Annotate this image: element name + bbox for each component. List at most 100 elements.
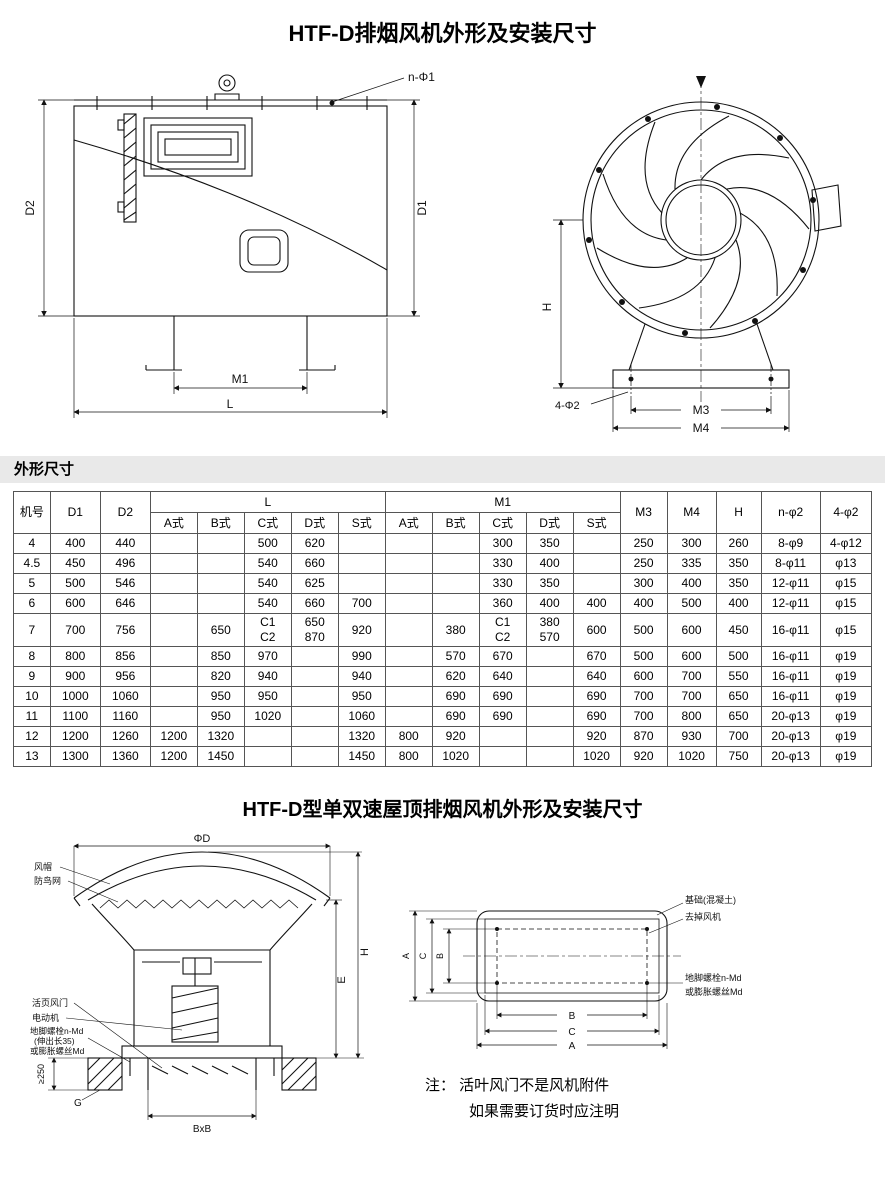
- sub-header-l-b: B式: [196, 512, 245, 534]
- table-cell: φ13: [819, 553, 873, 574]
- table-cell: 856: [99, 646, 151, 667]
- table-cell: [243, 726, 292, 747]
- table-cell: φ19: [819, 726, 873, 747]
- table-cell: 496: [99, 553, 151, 574]
- table-cell: [525, 686, 574, 707]
- table-cell: 640: [572, 666, 621, 687]
- table-cell: φ19: [819, 706, 873, 727]
- table-cell: 1020: [572, 746, 621, 767]
- table-cell: 650: [715, 706, 762, 727]
- table-cell: φ15: [819, 613, 873, 647]
- table-cell: C1 C2: [243, 613, 292, 647]
- table-cell: [290, 646, 339, 667]
- qudiao-fengji-label: 去掉风机: [685, 911, 721, 922]
- table-cell: 600: [619, 666, 668, 687]
- table-cell: [384, 666, 433, 687]
- section-bar: 外形尺寸: [0, 456, 885, 483]
- table-cell: 646: [99, 593, 151, 614]
- table-cell: 756: [99, 613, 151, 647]
- col-header-jihao: 机号: [13, 491, 51, 534]
- table-cell: φ19: [819, 646, 873, 667]
- table-cell: 11: [13, 706, 51, 727]
- sub-header-m1-s: S式: [572, 512, 621, 534]
- table-cell: 670: [478, 646, 527, 667]
- table-cell: 1200: [149, 726, 198, 747]
- note-line-2: 如果需要订货时应注明: [469, 1102, 620, 1120]
- table-cell: [196, 553, 245, 574]
- l-label: L: [227, 397, 234, 411]
- table-cell: 1320: [337, 726, 386, 747]
- col-header-l: L: [149, 491, 386, 513]
- pengzhang-luosi-fd-label: 或膨胀螺丝Md: [685, 986, 743, 997]
- table-cell: 400: [572, 593, 621, 614]
- sub-header-m1-a: A式: [384, 512, 433, 534]
- table-cell: 1450: [196, 746, 245, 767]
- table-cell: 20-φ13: [760, 746, 821, 767]
- table-cell: 1000: [49, 686, 101, 707]
- table-cell: 690: [572, 686, 621, 707]
- table-cell: 1200: [49, 726, 101, 747]
- sub-header-l-s: S式: [337, 512, 386, 534]
- table-cell: 540: [243, 573, 292, 594]
- table-cell: [290, 726, 339, 747]
- table-cell: 10: [13, 686, 51, 707]
- table-cell: φ15: [819, 573, 873, 594]
- table-cell: 13: [13, 746, 51, 767]
- table-cell: 1020: [243, 706, 292, 727]
- table-cell: 500: [49, 573, 101, 594]
- dijiao-luoshuan-fd-label: 地脚螺栓n-Md: [685, 972, 742, 983]
- sub-header-m1-b: B式: [431, 512, 480, 534]
- table-cell: 330: [478, 553, 527, 574]
- table-cell: 500: [666, 593, 717, 614]
- table-cell: 16-φ11: [760, 686, 821, 707]
- table-cell: 620: [290, 533, 339, 554]
- table-cell: 990: [337, 646, 386, 667]
- table-cell: 20-φ13: [760, 706, 821, 727]
- table-cell: [337, 533, 386, 554]
- table-cell: 920: [619, 746, 668, 767]
- table-cell: 970: [243, 646, 292, 667]
- table-cell: 620: [431, 666, 480, 687]
- table-cell: [384, 646, 433, 667]
- table-cell: 700: [666, 686, 717, 707]
- table-cell: 6: [13, 593, 51, 614]
- table-cell: 1360: [99, 746, 151, 767]
- table-cell: [384, 553, 433, 574]
- table-cell: 670: [572, 646, 621, 667]
- table-cell: 956: [99, 666, 151, 687]
- table-cell: [196, 573, 245, 594]
- table-cell: [290, 686, 339, 707]
- table-cell: 600: [572, 613, 621, 647]
- table-cell: 1160: [99, 706, 151, 727]
- sub-header-m1-c: C式: [478, 512, 527, 534]
- table-cell: 940: [243, 666, 292, 687]
- table-cell: φ15: [819, 593, 873, 614]
- table-cell: [337, 573, 386, 594]
- h-roof-label: H: [359, 948, 371, 956]
- dim-a-left-label: A: [401, 953, 411, 959]
- table-cell: 700: [619, 706, 668, 727]
- table-cell: 350: [715, 573, 762, 594]
- h-label: H: [540, 303, 554, 312]
- order-note: 注： 活叶风门不是风机附件 如果需要订货时应注明: [399, 1073, 759, 1124]
- table-cell: [290, 746, 339, 767]
- table-cell: 850: [196, 646, 245, 667]
- table-cell: 900: [49, 666, 101, 687]
- table-cell: [572, 573, 621, 594]
- table-cell: [384, 686, 433, 707]
- d2-label: D2: [23, 200, 37, 216]
- table-cell: 1450: [337, 746, 386, 767]
- table-cell: [525, 746, 574, 767]
- table-cell: [337, 553, 386, 574]
- table-cell: [384, 533, 433, 554]
- col-header-4phi2: 4-φ2: [819, 491, 873, 534]
- table-cell: 800: [384, 726, 433, 747]
- table-cell: 440: [99, 533, 151, 554]
- jichu-label: 基础(混凝土): [685, 894, 736, 905]
- pengzhang-luosi-label: 或膨胀螺丝Md: [30, 1046, 85, 1056]
- table-cell: 920: [337, 613, 386, 647]
